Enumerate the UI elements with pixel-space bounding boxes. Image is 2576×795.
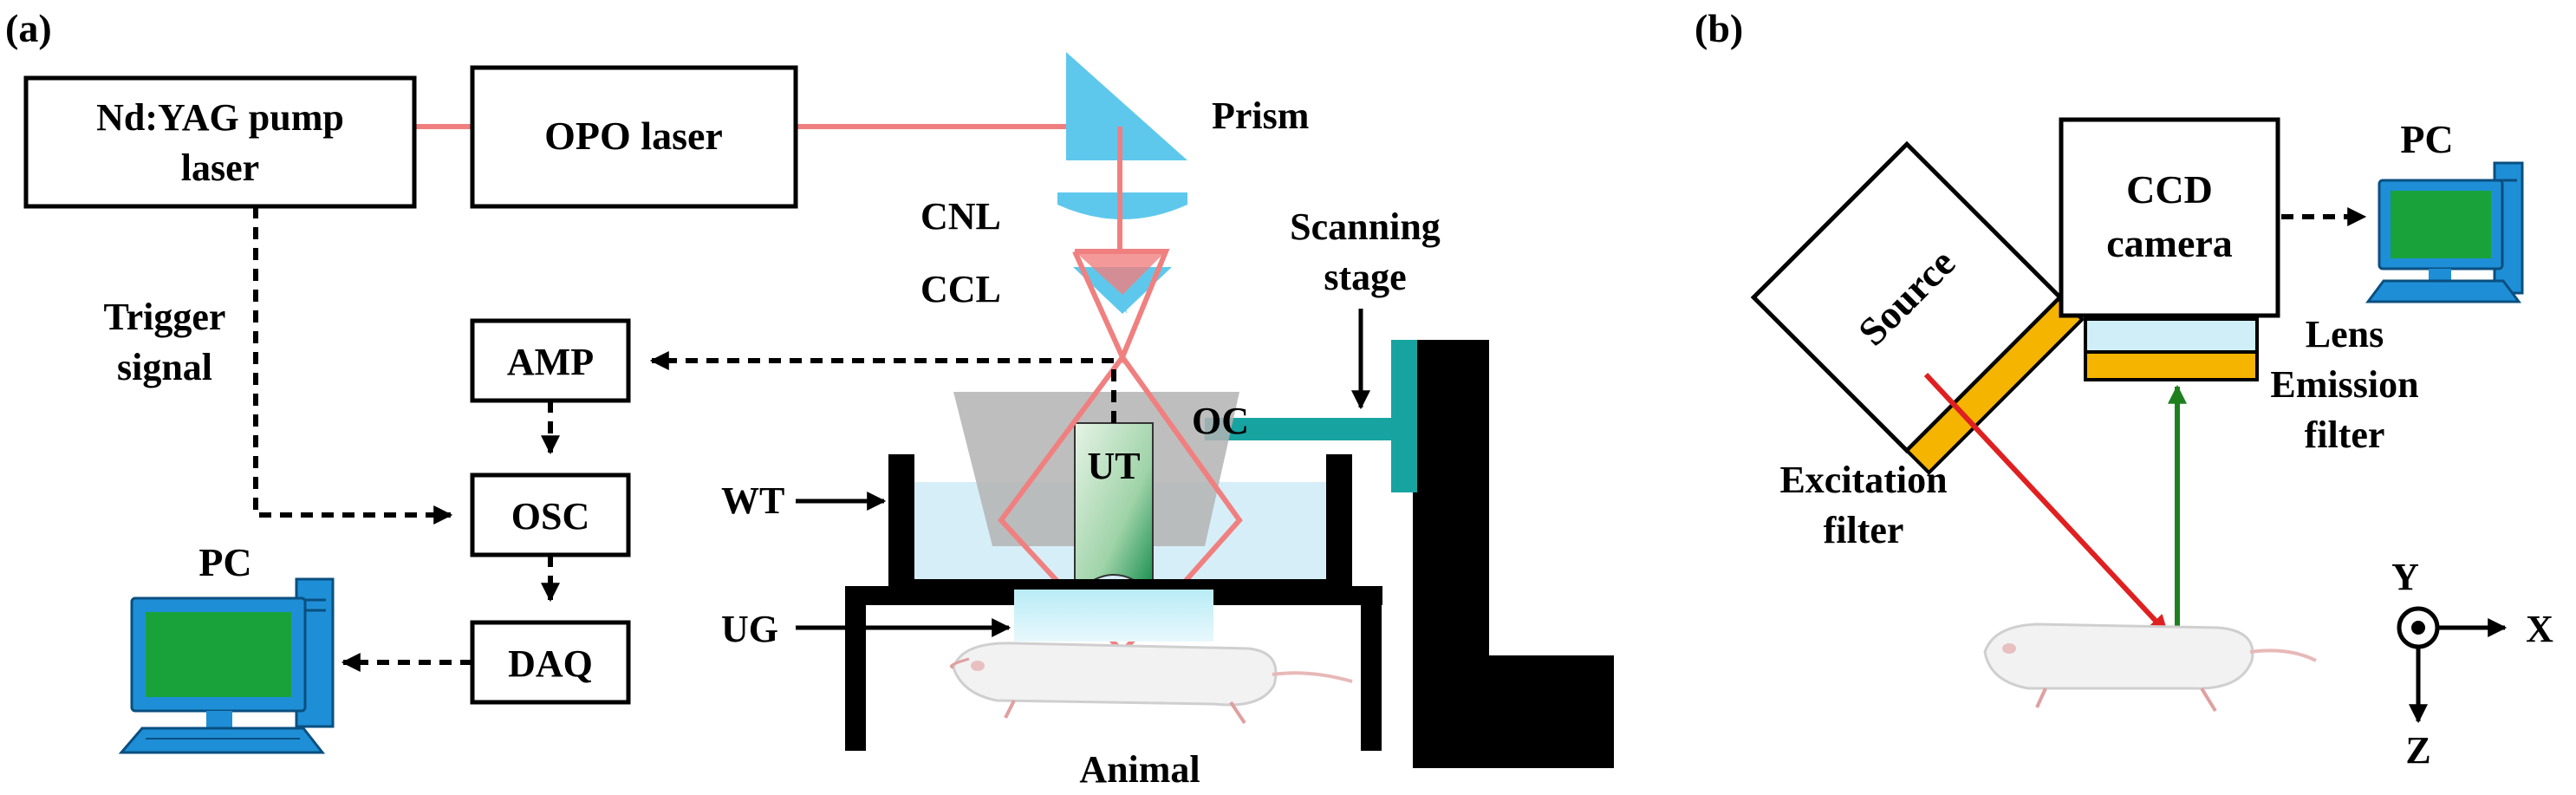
pc-a-computer-icon: [118, 577, 335, 754]
trigger-signal-label-1: Trigger: [104, 296, 226, 338]
stage-arm: [1205, 418, 1391, 440]
cnl-label: CNL: [920, 195, 1001, 238]
excitation-filter-label-2: filter: [1824, 509, 1904, 551]
scanning-stage-label-1: Scanning: [1290, 205, 1441, 248]
pc-b-label: PC: [2400, 117, 2453, 161]
pc-b-computer-icon: [2365, 161, 2524, 303]
ccl-label: CCL: [920, 268, 1001, 310]
water-tank-right-wall: [1326, 454, 1352, 586]
animal-holder-table: [845, 586, 1382, 751]
animal-label: Animal: [1079, 748, 1200, 791]
ug-label: UG: [721, 608, 778, 650]
excitation-filter-label-1: Excitation: [1779, 459, 1947, 501]
wt-label: WT: [721, 479, 784, 522]
amp-label: AMP: [507, 341, 594, 383]
excitation-light-beam: [1923, 372, 2169, 635]
prism-label: Prism: [1212, 94, 1309, 137]
ccd-camera-box: CCD camera: [2059, 117, 2280, 318]
daq-label: DAQ: [508, 642, 593, 685]
animal-mouse: [949, 642, 1353, 725]
pump-laser-box: Nd:YAG pump laser: [23, 75, 417, 209]
panel-a-label: (a): [5, 6, 52, 50]
pump-laser-label-1: Nd:YAG pump: [96, 96, 344, 139]
signal-connectors: [253, 206, 1116, 672]
emission-filter-label-1: Emission: [2270, 363, 2418, 406]
ut-label: UT: [1087, 445, 1140, 487]
emission-filter: [2084, 350, 2259, 381]
amp-box: AMP: [470, 318, 631, 403]
osc-label: OSC: [511, 495, 589, 538]
opo-laser-box: OPO laser: [470, 65, 798, 209]
oc-label: OC: [1192, 400, 1249, 442]
ultrasound-gel: [1014, 590, 1213, 642]
opo-laser-label: OPO laser: [544, 114, 723, 158]
ccd-camera-label-2: camera: [2106, 221, 2233, 265]
coordinate-axes: Y X Z: [2391, 556, 2553, 772]
axis-y-label: Y: [2391, 556, 2419, 598]
ccd-camera-label-1: CCD: [2126, 167, 2213, 212]
water-tank-left-wall: [888, 454, 914, 586]
osc-box: OSC: [470, 472, 631, 557]
camera-lens: [2084, 317, 2259, 354]
axis-x-label: X: [2526, 608, 2553, 650]
trigger-signal-label-2: signal: [117, 346, 212, 388]
pump-laser-label-2: laser: [181, 147, 259, 189]
lens-label: Lens: [2306, 313, 2384, 355]
prism: [1066, 52, 1187, 160]
scanning-stage-label-2: stage: [1324, 256, 1406, 298]
source-box: Source: [1750, 140, 2085, 476]
stage-mount: [1391, 340, 1417, 492]
daq-box: DAQ: [470, 620, 631, 705]
pc-a-label: PC: [198, 540, 251, 584]
axis-z-label: Z: [2405, 729, 2430, 772]
panel-b-label: (b): [1695, 6, 1743, 50]
emission-filter-label-2: filter: [2305, 414, 2385, 456]
animal-mouse-b: [1983, 622, 2317, 713]
scanning-stage: [1413, 340, 1614, 768]
beam-spot: [1075, 251, 1166, 295]
